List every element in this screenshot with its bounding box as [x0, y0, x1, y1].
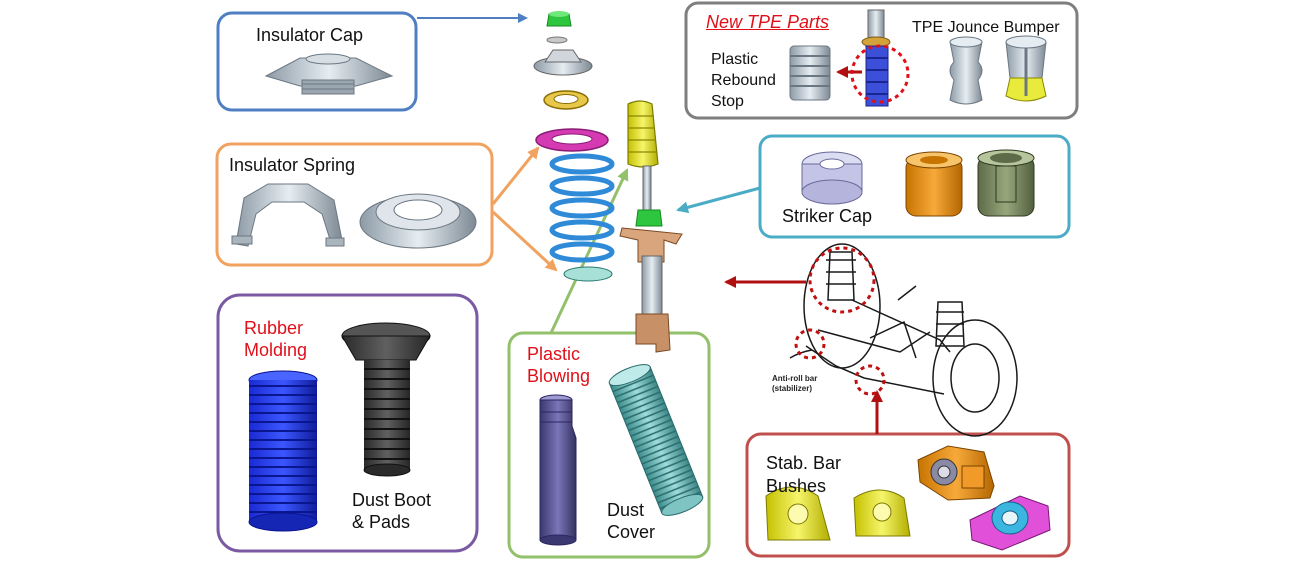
tpe-strut-detail-icon: [850, 9, 910, 107]
striker-cap-orange-icon: [905, 151, 963, 217]
plastic-blowing-label: Plastic Blowing: [527, 344, 591, 386]
new-tpe-parts-label: New TPE Parts: [706, 12, 830, 32]
strut-exploded-view: [533, 11, 683, 353]
stab-bush-yellow-small-icon: [853, 489, 911, 537]
insulator-spring-label: Insulator Spring: [229, 155, 356, 175]
insulator-spring-ring-icon: [359, 193, 477, 249]
insulator-spring-arrow-bottom: [491, 210, 558, 272]
blue-bellows-icon: [248, 370, 318, 532]
tpe-jounce-bumper-cutaway-icon: [1005, 35, 1047, 102]
tpe-jounce-bumper-icon: [949, 36, 983, 105]
strut-highlight-circle: [808, 246, 876, 314]
stab-bush-magenta-bracket-icon: [969, 495, 1051, 551]
dust-cover-label: Dust Cover: [607, 500, 656, 542]
stab-bush-highlight-circle: [854, 364, 886, 396]
anti-roll-bar-label: Anti-roll bar (stabilizer): [772, 374, 818, 393]
dust-boot-label: Dust Boot & Pads: [352, 490, 432, 532]
insulator-spring-arrow-top: [491, 146, 540, 205]
striker-cap-olive-icon: [977, 149, 1035, 217]
tpe-jounce-bumper-label: TPE Jounce Bumper: [912, 19, 1060, 36]
striker-cap-arrow: [676, 186, 761, 214]
plastic-rebound-stop-icon: [789, 45, 831, 101]
antiroll-link-highlight-circle: [794, 328, 826, 360]
plastic-rebound-stop-label: Plastic Rebound Stop: [711, 51, 776, 110]
purple-dust-cover-icon: [539, 394, 577, 546]
stab-bush-orange-bracket-icon: [917, 445, 995, 501]
stab-bar-bushes-label: Stab. Bar Bushes: [766, 453, 842, 496]
striker-cap-lavender-icon: [801, 151, 863, 205]
suspension-sketch: [789, 243, 1018, 437]
teal-dust-cover-icon: [608, 364, 704, 516]
insulator-spring-half-icon: [231, 183, 345, 247]
plastic-blowing-arrow: [549, 168, 629, 334]
insulator-cap-label: Insulator Cap: [256, 25, 364, 45]
rubber-molding-label: Rubber Molding: [244, 318, 308, 360]
insulator-cap-icon: [264, 53, 394, 95]
dust-boot-icon: [341, 322, 431, 477]
striker-cap-label: Striker Cap: [782, 206, 873, 226]
stab-bush-yellow-large-icon: [765, 486, 831, 541]
